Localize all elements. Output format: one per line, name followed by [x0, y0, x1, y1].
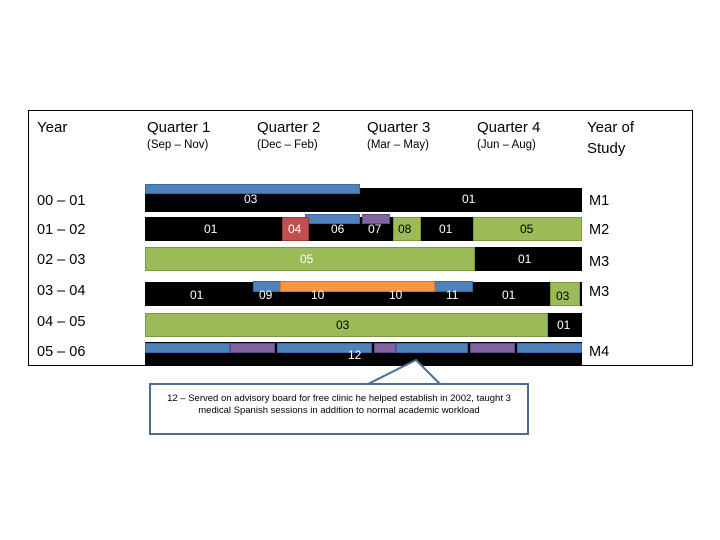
activity-label: 10: [389, 288, 403, 302]
activity-label: 12: [348, 348, 362, 362]
quarter-4-months: (Jun – Aug): [477, 139, 536, 151]
study-header-line2: Study: [587, 140, 626, 157]
activity-bar: [277, 343, 372, 353]
activity-label: 03: [556, 289, 570, 303]
year-column-header: Year: [37, 119, 68, 136]
activity-bar: [362, 214, 390, 224]
study-header-line1: Year of: [587, 119, 634, 136]
activity-label: 01: [557, 318, 571, 332]
year-label: 03 – 04: [37, 283, 86, 299]
activity-bar: [145, 184, 360, 194]
year-label: 02 – 03: [37, 252, 86, 268]
study-year-label: M2: [589, 222, 610, 238]
activity-bar: [145, 313, 548, 337]
study-year-label: M3: [589, 254, 610, 270]
activity-label: 04: [288, 222, 302, 236]
activity-bar: [517, 343, 582, 353]
quarter-1-header: Quarter 1: [147, 119, 211, 136]
quarter-1-months: (Sep – Nov): [147, 139, 209, 151]
callout-note: 12 – Served on advisory board for free c…: [149, 383, 529, 435]
activity-label: 01: [502, 288, 516, 302]
activity-bar: [145, 343, 230, 353]
activity-label: 01: [204, 222, 218, 236]
activity-bar: [374, 343, 396, 353]
activity-bar: [550, 282, 580, 306]
activity-bar: [396, 343, 468, 353]
activity-label: 01: [190, 288, 204, 302]
activity-label: 05: [300, 252, 314, 266]
year-label: 05 – 06: [37, 344, 86, 360]
quarter-3-months: (Mar – May): [367, 139, 429, 151]
activity-label: 09: [259, 288, 273, 302]
activity-label: 03: [336, 318, 350, 332]
quarter-4-header: Quarter 4: [477, 119, 541, 136]
activity-label: 08: [398, 222, 412, 236]
activity-label: 10: [311, 288, 325, 302]
activity-label: 05: [520, 222, 534, 236]
year-label: 00 – 01: [37, 193, 86, 209]
activity-bar: [145, 247, 475, 271]
quarter-3-header: Quarter 3: [367, 119, 431, 136]
activity-bar: [473, 217, 582, 241]
activity-label: 11: [446, 288, 459, 302]
activity-label: 01: [439, 222, 453, 236]
quarter-2-header: Quarter 2: [257, 119, 321, 136]
activity-bar: [548, 313, 582, 337]
activity-bar: [230, 343, 275, 353]
activity-bar: [393, 217, 421, 241]
year-label: 01 – 02: [37, 222, 86, 238]
activity-label: 01: [518, 252, 532, 266]
study-year-label: M3: [589, 284, 610, 300]
study-year-label: M1: [589, 193, 610, 209]
study-year-label: M4: [589, 344, 610, 360]
activity-bar: [475, 247, 582, 271]
quarter-2-months: (Dec – Feb): [257, 139, 318, 151]
activity-label: 03: [244, 192, 258, 206]
activity-label: 07: [368, 222, 382, 236]
activity-label: 01: [462, 192, 476, 206]
year-label: 04 – 05: [37, 314, 86, 330]
activity-label: 06: [331, 222, 345, 236]
activity-bar: [280, 281, 435, 292]
activity-bar: [282, 217, 309, 241]
activity-bar: [470, 343, 515, 353]
